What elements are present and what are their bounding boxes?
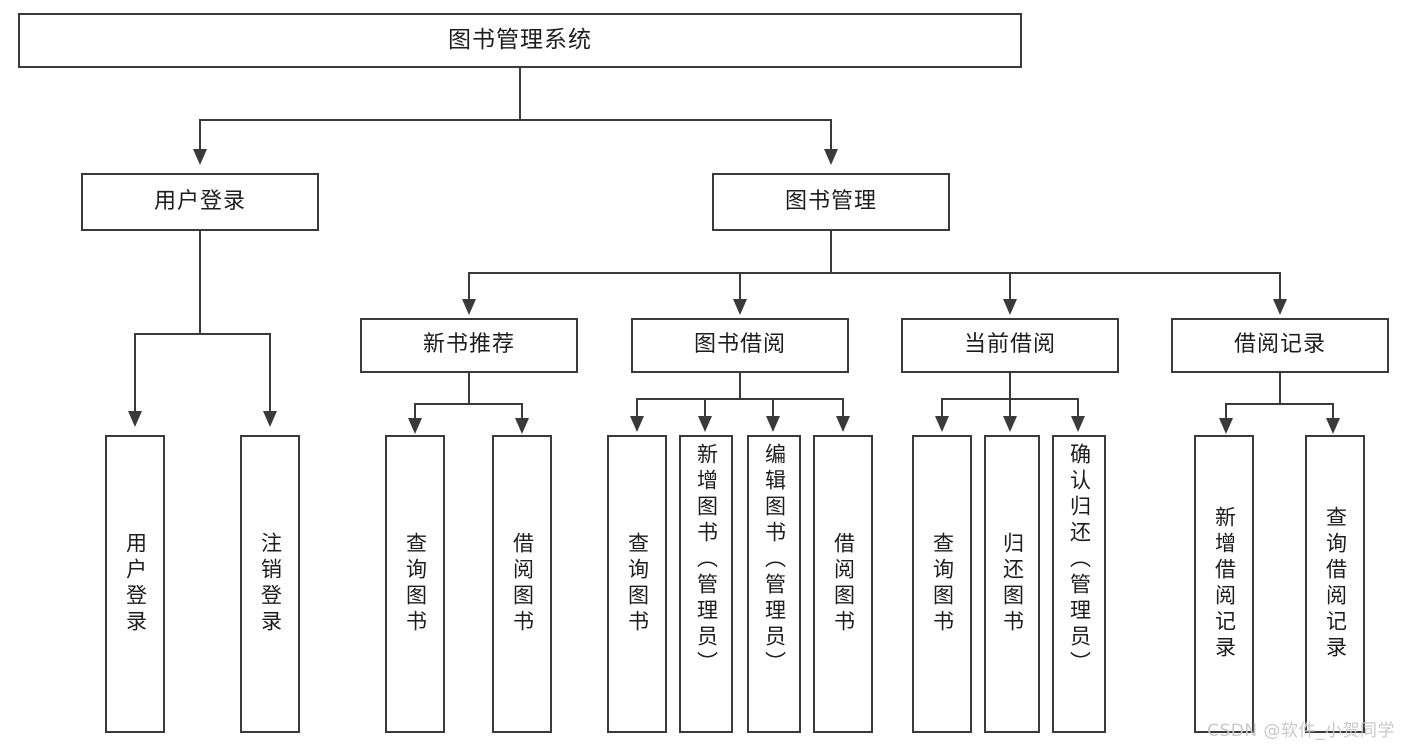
node-book-borrow[interactable]: 图书借阅: [631, 318, 849, 373]
connector-book-stem: [830, 231, 832, 274]
arrow-book-child-1: [462, 299, 476, 315]
arrow-recommend-leaf-1: [408, 418, 422, 434]
connector-current-stem: [1009, 373, 1011, 400]
node-label: 查询图书: [930, 532, 955, 636]
leaf-query-borrow-record[interactable]: 查询借阅记录: [1305, 435, 1365, 733]
connector-book-bus: [468, 272, 1281, 274]
node-label: 查询借阅记录: [1323, 506, 1348, 662]
connector-borrow-drop-2: [704, 398, 706, 418]
connector-record-stem: [1279, 373, 1281, 405]
connector-record-drop-1: [1225, 403, 1227, 421]
connector-current-drop-1: [941, 398, 943, 418]
connector-record-drop-2: [1332, 403, 1334, 421]
connector-user-bus: [134, 333, 270, 335]
arrow-root-to-book: [824, 149, 838, 165]
connector-user-drop-1: [134, 333, 136, 414]
leaf-query-book-recommend[interactable]: 查询图书: [385, 435, 445, 733]
leaf-user-login[interactable]: 用户登录: [105, 435, 165, 733]
arrow-book-child-2: [733, 299, 747, 315]
leaf-borrow-book[interactable]: 借阅图书: [813, 435, 873, 733]
node-label: 用户登录: [153, 188, 246, 214]
leaf-borrow-book-recommend[interactable]: 借阅图书: [492, 435, 552, 733]
node-label: 借阅图书: [510, 532, 535, 636]
connector-recommend-stem: [468, 373, 470, 405]
node-borrow-record[interactable]: 借阅记录: [1171, 318, 1389, 373]
connector-root-to-book: [830, 119, 832, 152]
connector-user-drop-2: [269, 333, 271, 414]
connector-borrow-stem: [739, 373, 741, 400]
connector-book-drop-4: [1279, 272, 1281, 302]
connector-current-drop-3: [1077, 398, 1079, 418]
connector-borrow-drop-1: [636, 398, 638, 418]
connector-record-bus: [1225, 403, 1334, 405]
node-label: 编辑图书（管理员）: [762, 443, 787, 677]
node-label: 新增图书（管理员）: [694, 443, 719, 677]
node-label: 新书推荐: [422, 332, 515, 358]
connector-recommend-drop-2: [521, 403, 523, 421]
node-label: 图书管理系统: [448, 27, 592, 54]
node-label: 当前借阅: [963, 332, 1056, 358]
arrow-root-to-user: [193, 149, 207, 165]
arrow-recommend-leaf-2: [515, 418, 529, 434]
connector-root-bus: [199, 119, 832, 121]
connector-borrow-drop-4: [842, 398, 844, 418]
leaf-add-book-admin[interactable]: 新增图书（管理员）: [679, 435, 733, 733]
leaf-logout[interactable]: 注销登录: [240, 435, 300, 733]
node-book-management[interactable]: 图书管理: [712, 173, 950, 231]
connector-root-to-user: [199, 119, 201, 152]
arrow-current-leaf-3: [1071, 416, 1085, 432]
arrow-record-leaf-1: [1219, 418, 1233, 434]
connector-root-stem: [519, 68, 521, 121]
connector-recommend-bus: [414, 403, 523, 405]
leaf-add-borrow-record[interactable]: 新增借阅记录: [1194, 435, 1254, 733]
node-label: 归还图书: [1000, 532, 1025, 636]
arrow-borrow-leaf-2: [698, 416, 712, 432]
watermark: CSDN @软件_小贺同学: [1207, 721, 1395, 741]
connector-current-drop-2: [1009, 398, 1011, 418]
connector-recommend-drop-1: [414, 403, 416, 421]
connector-book-drop-2: [739, 272, 741, 302]
arrow-user-leaf-2: [263, 411, 277, 427]
arrow-borrow-leaf-4: [836, 416, 850, 432]
arrow-current-leaf-1: [935, 416, 949, 432]
arrow-borrow-leaf-3: [766, 416, 780, 432]
arrow-user-leaf-1: [128, 411, 142, 427]
node-label: 查询图书: [403, 532, 428, 636]
arrow-book-child-4: [1273, 299, 1287, 315]
node-label: 查询图书: [625, 532, 650, 636]
connector-borrow-drop-3: [772, 398, 774, 418]
node-root-system[interactable]: 图书管理系统: [18, 13, 1022, 68]
connector-user-stem: [199, 231, 201, 335]
node-label: 图书借阅: [693, 332, 786, 358]
connector-borrow-bus: [636, 398, 844, 400]
connector-book-drop-1: [468, 272, 470, 302]
node-label: 借阅记录: [1233, 332, 1326, 358]
node-new-book-recommend[interactable]: 新书推荐: [360, 318, 578, 373]
node-current-borrow[interactable]: 当前借阅: [901, 318, 1119, 373]
leaf-query-book-borrow[interactable]: 查询图书: [607, 435, 667, 733]
arrow-book-child-3: [1003, 299, 1017, 315]
leaf-return-book[interactable]: 归还图书: [984, 435, 1040, 733]
node-label: 图书管理: [784, 188, 877, 214]
connector-book-drop-3: [1009, 272, 1011, 302]
leaf-confirm-return-admin[interactable]: 确认归还（管理员）: [1052, 435, 1106, 733]
leaf-query-book-current[interactable]: 查询图书: [912, 435, 972, 733]
node-label: 注销登录: [258, 532, 283, 636]
arrow-record-leaf-2: [1326, 418, 1340, 434]
arrow-current-leaf-2: [1003, 416, 1017, 432]
node-label: 确认归还（管理员）: [1067, 443, 1092, 677]
node-label: 用户登录: [123, 532, 148, 636]
node-label: 借阅图书: [831, 532, 856, 636]
node-user-login[interactable]: 用户登录: [81, 173, 319, 231]
arrow-borrow-leaf-1: [630, 416, 644, 432]
leaf-edit-book-admin[interactable]: 编辑图书（管理员）: [747, 435, 801, 733]
node-label: 新增借阅记录: [1212, 506, 1237, 662]
